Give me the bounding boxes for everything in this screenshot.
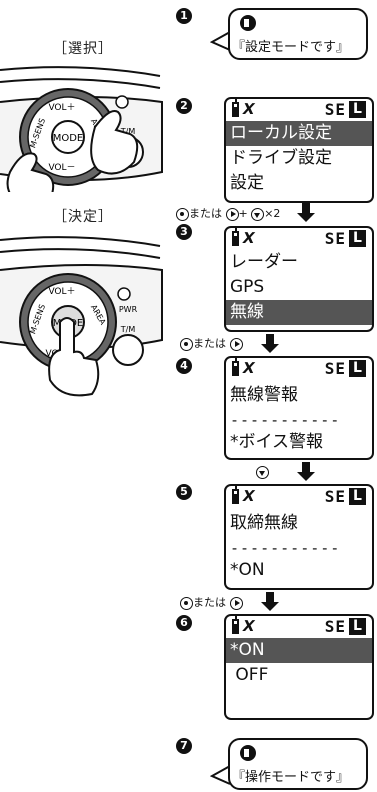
- speaker-icon: [240, 15, 256, 31]
- right-button-icon: [229, 596, 243, 610]
- bubble-7-tail: [210, 765, 231, 785]
- bubble-1-text: 『設定モードです』: [232, 40, 350, 55]
- svg-text:T/M: T/M: [120, 325, 136, 334]
- speaker-icon: [240, 745, 256, 761]
- screen-value: *ON: [230, 560, 265, 580]
- hand-lower-icon: [6, 152, 55, 192]
- menu-item[interactable]: ローカル設定: [226, 121, 372, 146]
- nav-hint-2: または + ×2: [176, 206, 280, 222]
- battery-icon: [232, 228, 239, 246]
- decide-label: ［決定］: [53, 209, 113, 225]
- status-bar: X SE L: [226, 486, 372, 508]
- level-icon: L: [349, 618, 366, 635]
- right-button-icon: [229, 337, 243, 351]
- bubble-1-tail: [210, 31, 231, 51]
- mode-label: MODE: [53, 133, 84, 144]
- device-decide-illustration: MODE VOL＋ VO AREA M-SENS PWR T/M: [0, 236, 163, 397]
- step-1-number: 1: [176, 8, 192, 24]
- svg-text:VOL－: VOL－: [48, 163, 75, 173]
- hand-upper-icon: [90, 110, 139, 175]
- menu-item[interactable]: 無線: [226, 300, 372, 325]
- pwr-button: [117, 287, 131, 301]
- menu-item[interactable]: 設定: [230, 173, 264, 193]
- step-3-number: 3: [176, 224, 192, 240]
- mode-button: [51, 120, 85, 154]
- battery-icon: [232, 616, 239, 634]
- svg-text:VO: VO: [45, 349, 58, 359]
- radio-icon: X: [241, 359, 257, 377]
- level-icon: L: [349, 360, 366, 377]
- level-icon: L: [349, 101, 366, 118]
- screen-step-2: X SE L ローカル設定 ドライブ設定 設定: [224, 97, 374, 203]
- screen-title: 無線警報: [230, 385, 298, 405]
- voice-bubble-1: 『設定モードです』: [228, 8, 368, 60]
- svg-text:PWR: PWR: [119, 305, 138, 314]
- status-bar: X SE L: [226, 616, 372, 638]
- step-7-number: 7: [176, 738, 192, 754]
- svg-text:T/M: T/M: [120, 127, 136, 136]
- pwr-button: [115, 95, 129, 109]
- option-on[interactable]: *ON: [226, 638, 372, 663]
- nav-hint-3: または: [180, 336, 243, 352]
- press-icon: [180, 337, 193, 351]
- voice-bubble-7: 『操作モードです』: [228, 738, 368, 790]
- menu-item[interactable]: GPS: [230, 277, 265, 297]
- divider: -----------: [230, 411, 341, 429]
- menu-item[interactable]: レーダー: [230, 252, 298, 272]
- down-button-icon: [256, 465, 269, 479]
- bubble-7-text: 『操作モードです』: [232, 770, 350, 785]
- option-off[interactable]: OFF: [230, 665, 269, 685]
- hand-press-icon: [48, 317, 100, 397]
- radio-icon: X: [241, 229, 257, 247]
- down-button-icon: [251, 207, 265, 221]
- svg-text:VOL＋: VOL＋: [48, 102, 75, 113]
- press-icon: [180, 596, 193, 610]
- status-bar: X SE L: [226, 99, 372, 121]
- step-5-number: 5: [176, 484, 192, 500]
- screen-step-5: X SE L 取締無線 ----------- *ON: [224, 484, 374, 590]
- nav-hint-5: または: [180, 595, 243, 611]
- divider: -----------: [230, 539, 341, 557]
- level-icon: L: [349, 488, 366, 505]
- battery-icon: [232, 486, 239, 504]
- screen-title: 取締無線: [230, 513, 298, 533]
- step-4-number: 4: [176, 358, 192, 374]
- device-select-illustration: MODE VOL＋ VOL－ AREA M-SENS T/M: [0, 66, 163, 192]
- screen-value: *ボイス警報: [230, 432, 323, 452]
- radio-icon: X: [241, 487, 257, 505]
- status-bar: X SE L: [226, 228, 372, 250]
- nav-hint-4: [256, 464, 269, 480]
- screen-step-6: X SE L *ON OFF: [224, 614, 374, 720]
- screen-step-3: X SE L レーダー GPS 無線: [224, 226, 374, 332]
- step-6-number: 6: [176, 615, 192, 631]
- select-label: ［選択］: [53, 41, 113, 57]
- step-2-number: 2: [176, 98, 192, 114]
- status-bar: X SE L: [226, 358, 372, 380]
- screen-step-4: X SE L 無線警報 ----------- *ボイス警報: [224, 356, 374, 460]
- radio-icon: X: [241, 100, 257, 118]
- press-icon: [176, 207, 189, 221]
- battery-icon: [232, 358, 239, 376]
- menu-item[interactable]: ドライブ設定: [230, 148, 332, 168]
- battery-icon: [232, 99, 239, 117]
- radio-icon: X: [241, 617, 257, 635]
- svg-text:VOL＋: VOL＋: [48, 286, 75, 297]
- level-icon: L: [349, 230, 366, 247]
- right-button-icon: [225, 207, 239, 221]
